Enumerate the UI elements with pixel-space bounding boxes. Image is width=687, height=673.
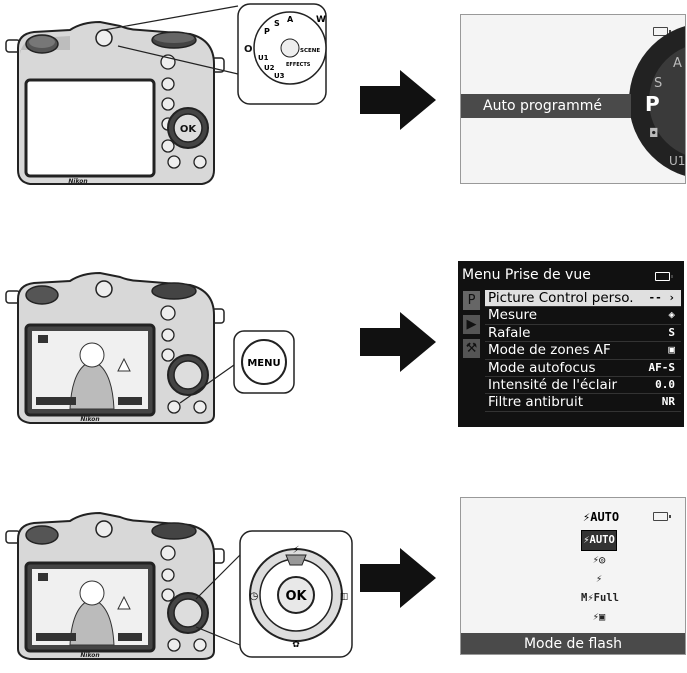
dial-label-u2: U2 xyxy=(264,64,275,72)
ok-button-label: OK xyxy=(180,124,198,135)
arrow-right-icon xyxy=(360,548,436,608)
dial-label-p: P xyxy=(264,27,270,36)
menu-tab-shooting[interactable]: P xyxy=(463,291,480,310)
shooting-menu-screen: Menu Prise de vue P ▶ ⚒ Picture Control … xyxy=(458,261,684,427)
menu-button-label: MENU xyxy=(247,358,280,369)
menu-item-list: Picture Control perso.-- › Mesure◈ Rafal… xyxy=(485,290,681,412)
arrow-right-icon xyxy=(360,70,436,130)
camera-rear-1: OK Nikon W A S P U1 U2 U3 SCENE EFFECTS … xyxy=(5,3,327,185)
camera-mode-icon: ◘ xyxy=(649,126,659,140)
dial-indicator: O xyxy=(244,44,253,55)
dial-letter-a: A xyxy=(673,56,682,71)
current-flash-mode: ⚡AUTO xyxy=(583,510,620,524)
camera-rear-3: Nikon OK ⚡ ◷ ◫ ✿ xyxy=(5,511,353,660)
dial-letter-u1: U1 xyxy=(669,154,685,168)
menu-tab-playback[interactable]: ▶ xyxy=(463,315,480,334)
dial-label-s: S xyxy=(274,19,280,28)
mode-label-bar: Auto programmé xyxy=(461,94,631,118)
menu-item[interactable]: Mesure◈ xyxy=(485,307,681,325)
mode-screen: A S P ◘ U1 Auto programmé xyxy=(460,14,686,184)
self-timer-icon: ◷ xyxy=(250,591,259,602)
flash-mode-screen: ⚡AUTO ⚡AUTO ⚡◎ ⚡ M⚡Full ⚡▣ Mode de flash xyxy=(460,497,686,655)
flash-option-list: ⚡AUTO ⚡◎ ⚡ M⚡Full ⚡▣ xyxy=(581,530,619,627)
camera-rear-2: Nikon MENU xyxy=(5,271,295,424)
current-mode-letter: P xyxy=(645,92,660,116)
camera-brand-1: Nikon xyxy=(68,178,87,185)
dial-label-a: A xyxy=(287,15,294,24)
dial-label-w: W xyxy=(316,15,326,25)
flash-option[interactable]: ⚡▣ xyxy=(592,611,606,623)
macro-icon: ✿ xyxy=(292,640,300,650)
flash-direction-icon: ⚡ xyxy=(292,545,299,556)
dial-letter-s: S xyxy=(654,76,662,91)
exposure-comp-icon: ◫ xyxy=(340,592,349,602)
battery-icon xyxy=(653,27,671,36)
mode-dial-display: A S P ◘ U1 xyxy=(629,26,685,176)
dial-label-u1: U1 xyxy=(258,54,269,62)
camera-brand-3: Nikon xyxy=(80,652,99,659)
ok-button-label: OK xyxy=(285,589,307,604)
flash-option[interactable]: M⚡Full xyxy=(581,592,619,604)
dial-label-u3: U3 xyxy=(274,72,285,80)
arrow-right-icon xyxy=(360,312,436,372)
menu-tab-setup[interactable]: ⚒ xyxy=(463,339,480,358)
camera-brand-2: Nikon xyxy=(80,416,99,423)
dial-label-effects: EFFECTS xyxy=(286,62,311,68)
menu-item[interactable]: Mode de zones AF▣ xyxy=(485,342,681,360)
dial-label-scene: SCENE xyxy=(300,48,320,54)
menu-item[interactable]: Picture Control perso.-- › xyxy=(485,290,681,308)
battery-icon xyxy=(653,512,671,521)
menu-title: Menu Prise de vue xyxy=(462,267,591,283)
flash-option[interactable]: ⚡AUTO xyxy=(581,530,617,551)
flash-mode-label-bar: Mode de flash xyxy=(461,633,685,654)
battery-icon xyxy=(655,272,673,281)
flash-option[interactable]: ⚡ xyxy=(595,573,603,585)
flash-option[interactable]: ⚡◎ xyxy=(592,554,606,566)
